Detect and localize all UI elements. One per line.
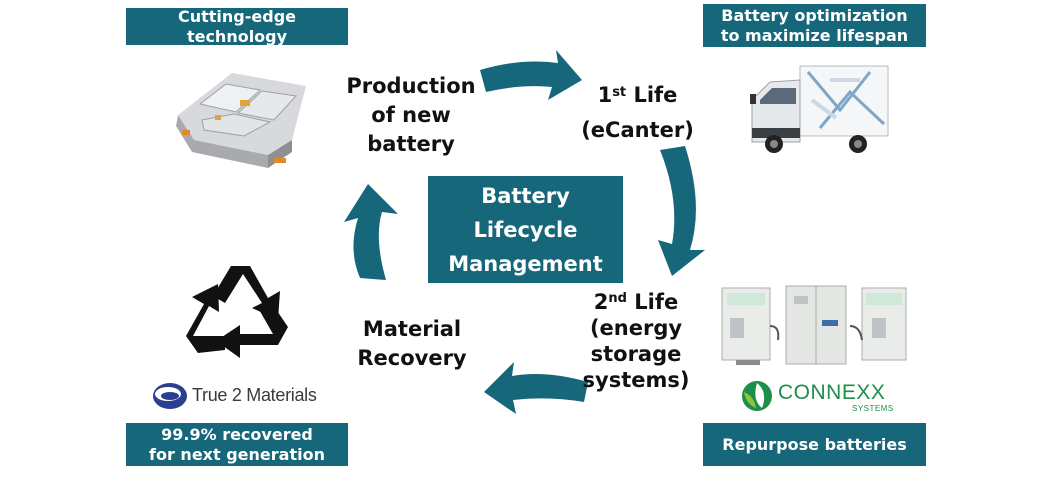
storage-cabinets-image — [721, 285, 907, 365]
banner-recovered: 99.9% recovered for next generation — [126, 423, 348, 466]
banner-cutting-edge: Cutting-edge technology — [126, 6, 348, 46]
step-first-life-word: Life — [633, 83, 678, 107]
connexx-logo-text: CONNEXX — [778, 381, 886, 404]
step-recovery-line-2: Recovery — [357, 346, 467, 370]
truck-image — [750, 65, 889, 153]
connexx-logo-icon — [742, 381, 772, 411]
connexx-logo-subtext: SYSTEMS — [852, 404, 894, 413]
step-first-life-sup: st — [612, 85, 627, 100]
banner-repurpose: Repurpose batteries — [703, 423, 926, 466]
step-first-life-num: 1 — [597, 83, 613, 107]
step-first-life: 1st Life (eCanter) — [580, 81, 695, 145]
arrow-production-to-first-life — [480, 50, 582, 100]
step-production-line-1: Production — [346, 74, 476, 98]
step-second-life-line-2: storage — [590, 342, 682, 366]
arrow-second-life-to-recovery — [484, 362, 588, 414]
center-line-2: Lifecycle — [473, 218, 578, 242]
step-second-life-line-1: (energy — [589, 316, 683, 340]
true2-logo-icon — [153, 383, 187, 409]
step-second-life-line-3: systems) — [582, 368, 690, 392]
center-line-3: Management — [448, 252, 603, 276]
arrow-recovery-to-production — [344, 184, 398, 280]
step-first-life-title: 1st Life — [580, 81, 695, 110]
banner-line-1: Battery optimization — [721, 5, 908, 25]
step-production: Production of new battery — [342, 72, 480, 159]
step-production-line-2: of new — [371, 103, 451, 127]
step-first-life-sub: (eCanter) — [581, 118, 694, 142]
step-second-life-sup: nd — [608, 291, 627, 306]
step-production-line-3: battery — [367, 132, 455, 156]
step-second-life-word: Life — [634, 290, 679, 314]
banner-cutting-edge-text: Cutting-edge technology — [177, 6, 296, 46]
center-title-box: Battery Lifecycle Management — [428, 176, 623, 283]
arrow-first-life-to-second-life — [658, 146, 705, 276]
step-material-recovery: Material Recovery — [352, 315, 472, 373]
banner-line-1: 99.9% recovered — [161, 424, 313, 444]
step-recovery-line-1: Material — [362, 317, 462, 341]
step-second-life: 2nd Life (energy storage systems) — [580, 289, 692, 393]
banner-repurpose-text: Repurpose batteries — [722, 434, 907, 454]
recycle-icon — [186, 266, 288, 358]
banner-line-2: to maximize lifespan — [720, 25, 909, 45]
banner-battery-optimization: Battery optimization to maximize lifespa… — [703, 4, 926, 47]
battery-pack-image — [176, 73, 306, 168]
step-second-life-title: 2nd Life — [580, 289, 692, 315]
banner-line-2: for next generation — [149, 444, 325, 464]
true2-logo-text: True 2 Materials — [192, 385, 317, 405]
step-second-life-num: 2 — [593, 290, 609, 314]
center-line-1: Battery — [481, 184, 570, 208]
